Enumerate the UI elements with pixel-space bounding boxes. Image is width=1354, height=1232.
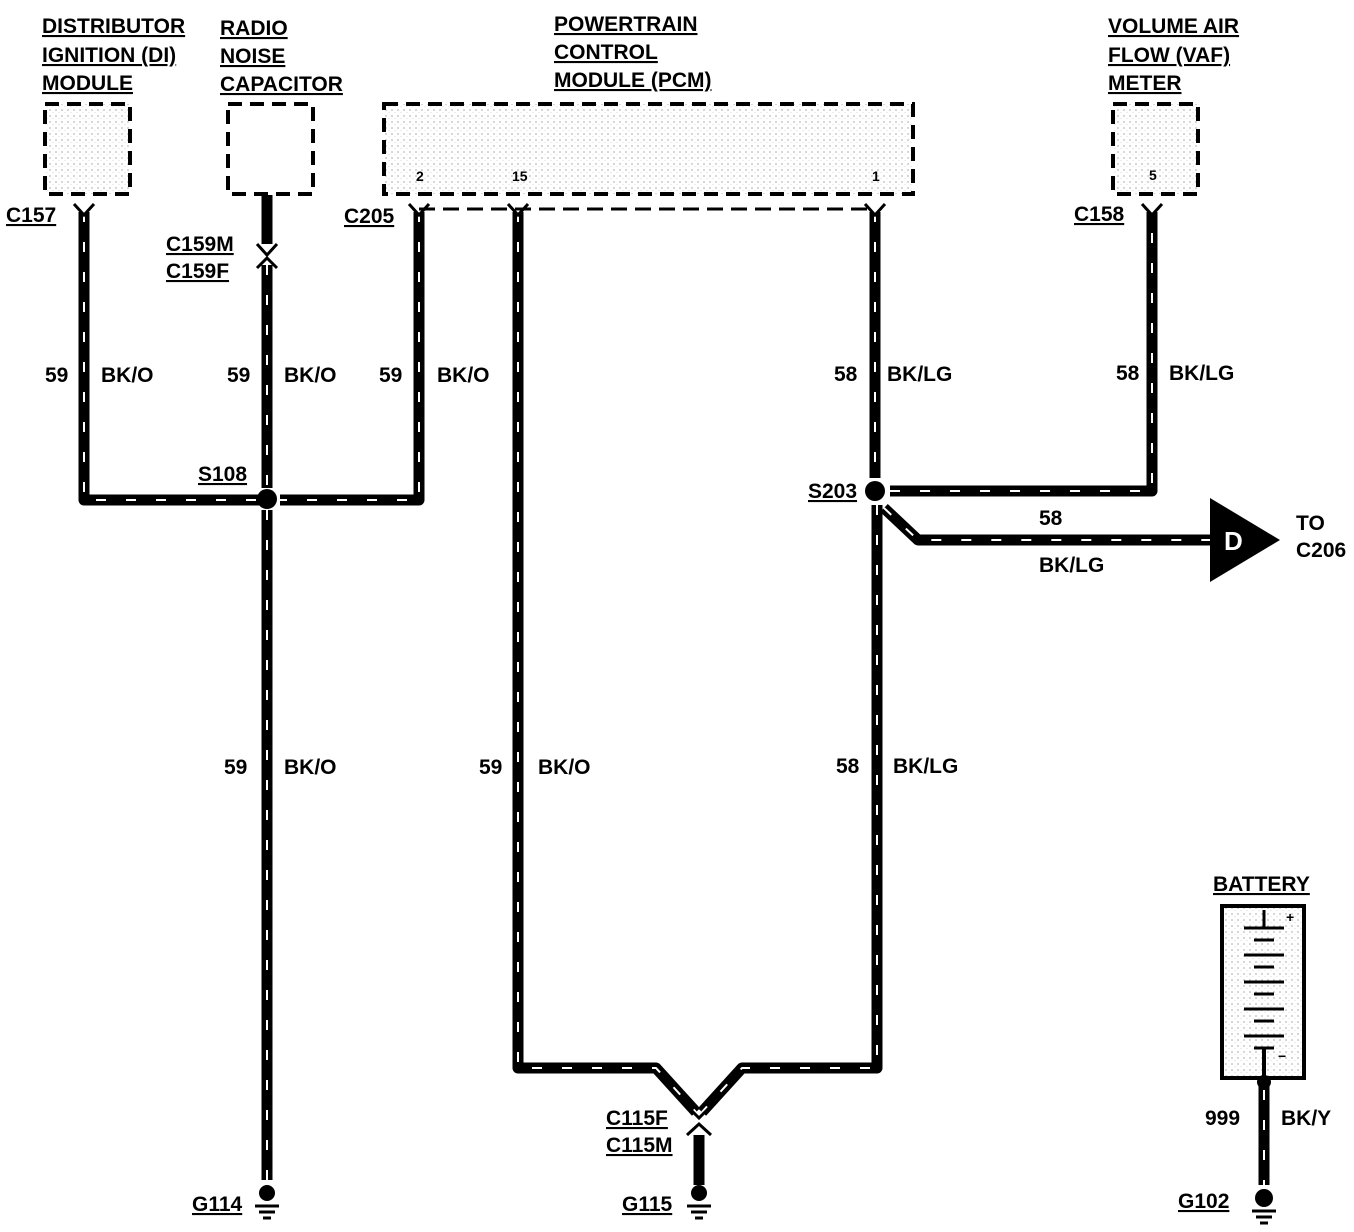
wire-number: 59 <box>379 364 402 387</box>
g115-label: G115 <box>622 1193 673 1216</box>
ground-g114-icon <box>255 1185 279 1220</box>
offpage-letter: D <box>1224 526 1243 556</box>
vaf-label-2: FLOW (VAF) <box>1108 44 1230 67</box>
c158-symbol <box>1140 202 1164 218</box>
pcm-label-1: POWERTRAIN <box>554 13 698 36</box>
wire-number: 59 <box>227 364 250 387</box>
offpage-connector-d: D TO C206 <box>1210 498 1346 582</box>
connector-symbols <box>72 202 1164 1137</box>
di-module-label-2: IGNITION (DI) <box>42 44 176 67</box>
wire-number: 59 <box>45 364 68 387</box>
s108-splice-dot <box>257 489 277 509</box>
vaf-label-3: METER <box>1108 72 1182 95</box>
offpage-c206-label: C206 <box>1296 539 1346 562</box>
di-module-label-3: MODULE <box>42 72 133 95</box>
pcm: POWERTRAIN CONTROL MODULE (PCM) 2 15 1 <box>382 13 915 196</box>
vaf-pin-5: 5 <box>1149 167 1157 183</box>
c157-label: C157 <box>6 204 56 227</box>
c158-label: C158 <box>1074 203 1125 226</box>
offpage-to-label: TO <box>1296 512 1325 535</box>
wire-color: BK/LG <box>1039 554 1104 577</box>
pcm-pin-15: 15 <box>512 168 528 184</box>
g114-label: G114 <box>192 1193 243 1216</box>
s203-label: S203 <box>808 480 857 503</box>
wire-number: 58 <box>834 363 858 386</box>
pin15-symbol <box>506 202 530 218</box>
c205-symbol <box>407 202 431 218</box>
wire-pcm15-to-c115 <box>512 212 701 1116</box>
c115f-symbol <box>685 1104 713 1121</box>
wires <box>78 195 1270 1185</box>
capacitor-label-1: RADIO <box>220 17 288 40</box>
wire-color: BK/Y <box>1281 1107 1331 1130</box>
capacitor-label-2: NOISE <box>220 45 285 68</box>
c159m-symbol <box>255 242 279 258</box>
wire-di-to-s108 <box>78 212 262 506</box>
vaf-meter: VOLUME AIR FLOW (VAF) METER 5 <box>1108 15 1239 196</box>
c157-symbol <box>72 202 96 218</box>
wire-s203-to-c206 <box>880 503 1214 546</box>
s203-splice-dot <box>865 481 885 501</box>
wire-pcm2-to-s108 <box>280 212 425 506</box>
wire-number: 59 <box>224 756 247 779</box>
wire-number: 58 <box>1039 507 1063 530</box>
capacitor-label-3: CAPACITOR <box>220 73 343 96</box>
c115m-label: C115M <box>606 1134 673 1157</box>
wire-color: BK/O <box>284 364 337 387</box>
c115m-symbol <box>685 1121 713 1137</box>
battery-label: BATTERY <box>1213 873 1310 896</box>
wire-color: BK/LG <box>887 363 952 386</box>
di-module-label-1: DISTRIBUTOR <box>42 15 185 38</box>
c159f-label: C159F <box>166 260 229 283</box>
wire-color: BK/LG <box>1169 362 1234 385</box>
wire-color: BK/O <box>284 756 337 779</box>
wire-s203-to-vaf <box>890 212 1158 497</box>
wire-color: BK/LG <box>893 755 958 778</box>
wire-color: BK/O <box>437 364 490 387</box>
battery-minus: − <box>1278 1048 1286 1064</box>
wire-color: BK/O <box>538 756 591 779</box>
pcm-pin-2: 2 <box>416 168 424 184</box>
battery: BATTERY + − <box>1213 873 1310 1089</box>
s108-label: S108 <box>198 463 247 486</box>
wire-number: 999 <box>1205 1107 1240 1130</box>
radio-noise-capacitor: RADIO NOISE CAPACITOR <box>220 17 343 196</box>
di-module: DISTRIBUTOR IGNITION (DI) MODULE <box>42 15 185 196</box>
ground-g115-icon <box>687 1185 711 1220</box>
pcm-label-2: CONTROL <box>554 41 658 64</box>
wire-s203-to-c115 <box>697 505 883 1116</box>
wire-number: 59 <box>479 756 502 779</box>
c115f-label: C115F <box>606 1107 668 1130</box>
pcm-label-3: MODULE (PCM) <box>554 69 711 92</box>
battery-plus: + <box>1286 909 1294 925</box>
wire-number: 58 <box>836 755 860 778</box>
c205-label: C205 <box>344 205 395 228</box>
pcm-pin-1: 1 <box>872 168 880 184</box>
pin1-symbol <box>863 202 887 218</box>
wire-number: 58 <box>1116 362 1140 385</box>
c159m-label: C159M <box>166 233 234 256</box>
c159f-symbol <box>255 255 279 270</box>
vaf-label-1: VOLUME AIR <box>1108 15 1239 38</box>
wire-color: BK/O <box>101 364 154 387</box>
ground-g102-icon <box>1252 1189 1276 1225</box>
g102-label: G102 <box>1178 1190 1229 1213</box>
